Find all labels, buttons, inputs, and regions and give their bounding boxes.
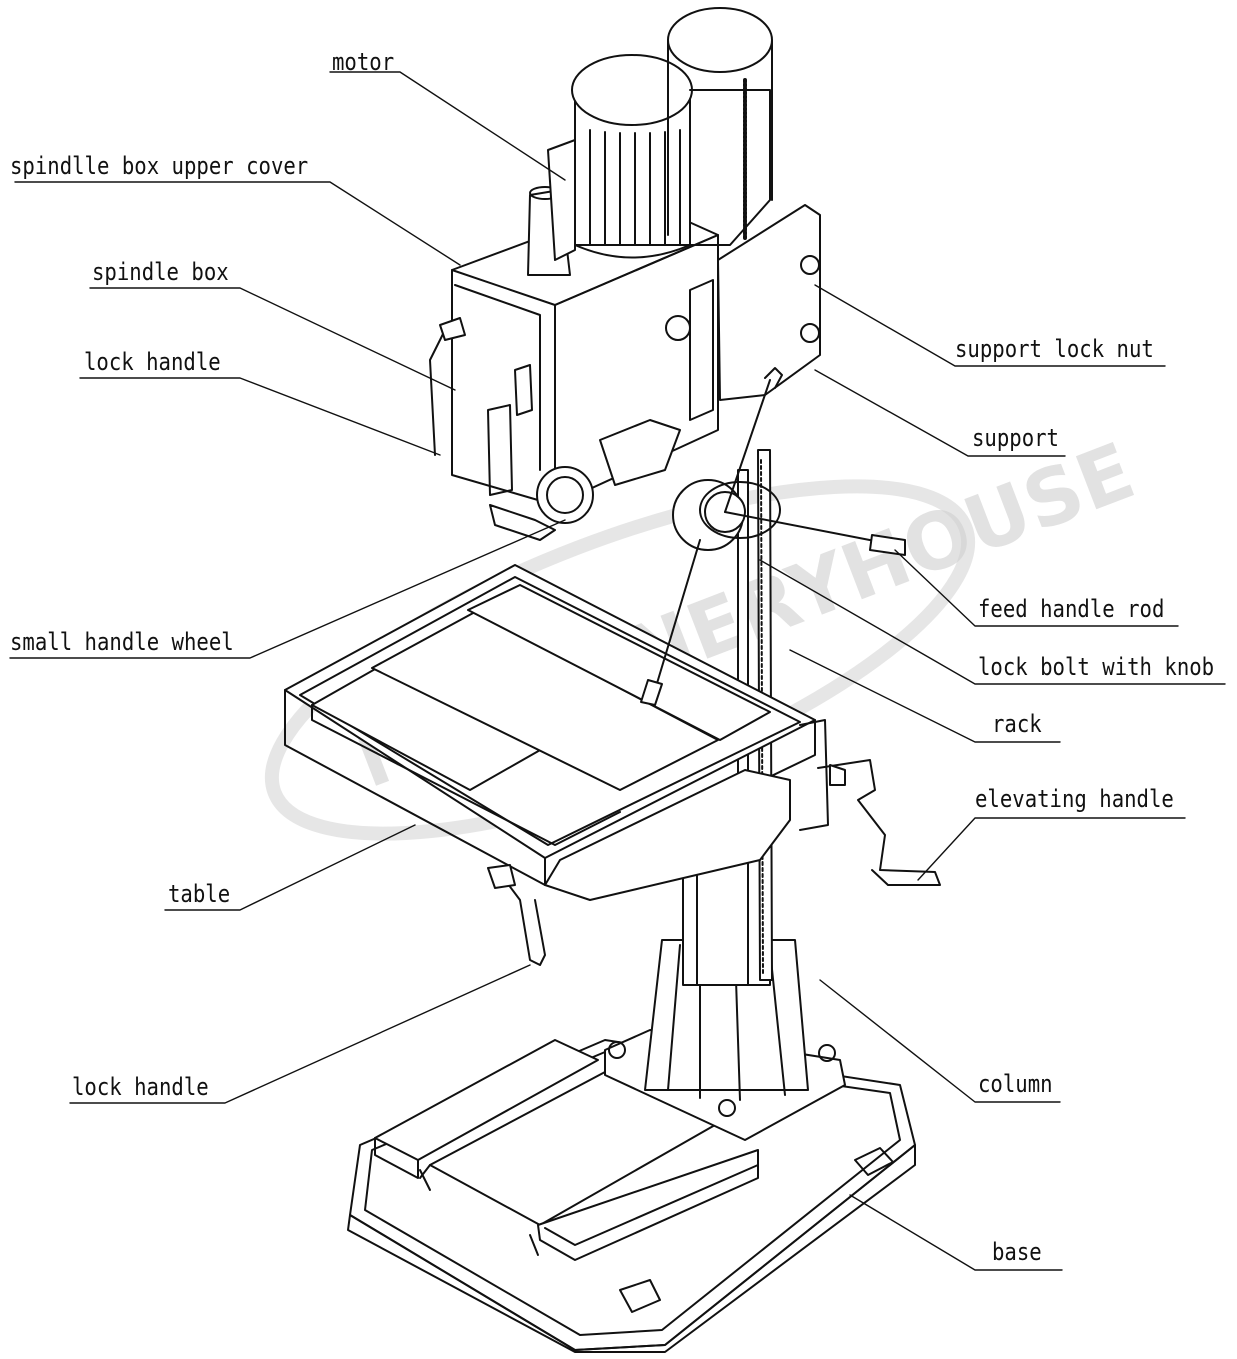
label-support-lock-nut: support lock nut [955,335,1154,363]
table-drawing [284,564,941,966]
label-rack: rack [992,710,1042,738]
label-lock-handle-upper: lock handle [84,348,221,376]
motor-drawing [547,7,773,261]
label-lock-bolt-with-knob: lock bolt with knob [978,653,1215,681]
base-drawing [347,1029,916,1353]
label-elevating-handle: elevating handle [975,785,1174,813]
spindle-box-drawing [429,186,906,706]
label-support: support [972,424,1059,452]
label-column: column [978,1070,1053,1098]
label-lock-handle-lower: lock handle [72,1073,209,1101]
label-feed-handle-rod: feed handle rod [978,595,1165,623]
leader-lines [9,71,1226,1271]
label-spindle-box-upper-cover: spindlle box upper cover [10,152,309,180]
label-base: base [992,1238,1042,1266]
label-motor: motor [332,48,395,76]
label-table: table [168,880,231,908]
label-spindle-box: spindle box [92,258,229,286]
label-small-handle-wheel: small handle wheel [10,628,234,656]
